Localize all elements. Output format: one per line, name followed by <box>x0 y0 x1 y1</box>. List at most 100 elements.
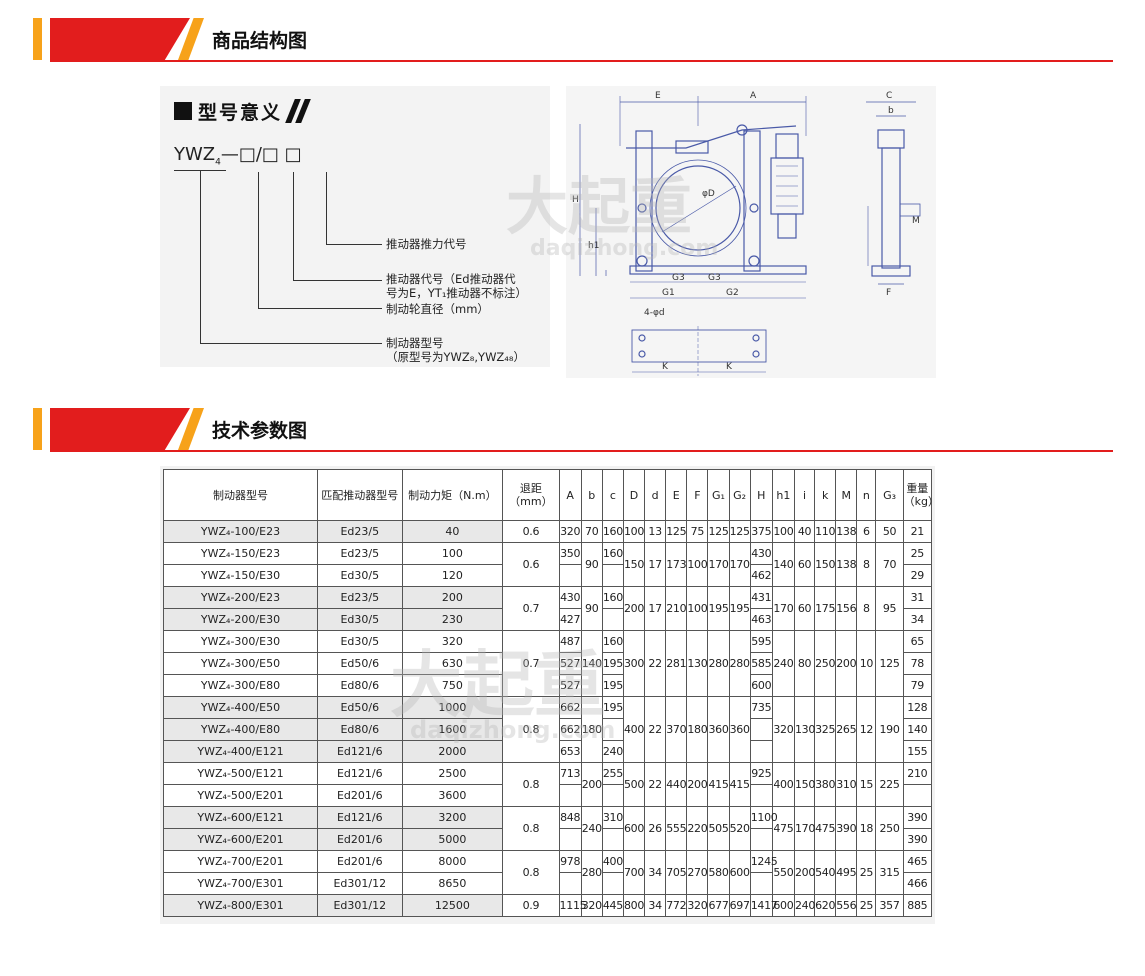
table-cell: YWZ₄-150/E23 <box>163 542 318 565</box>
table-cell: 662 <box>558 718 582 741</box>
table-cell: 310 <box>835 762 858 807</box>
table-cell: 65 <box>902 630 933 653</box>
table-cell: 34 <box>644 894 667 917</box>
table-cell: 100 <box>622 520 646 543</box>
table-cell: 78 <box>902 652 933 675</box>
table-cell: 22 <box>644 762 667 807</box>
column-header: n <box>856 469 877 521</box>
header-red-banner <box>50 408 190 450</box>
legend-brake-model: 制动器型号 <box>386 336 444 350</box>
table-cell: 250 <box>875 806 904 851</box>
table-cell: 250 <box>814 630 837 697</box>
model-code: YWZ4—□/□ □ <box>174 144 302 168</box>
table-cell: 360 <box>728 696 751 763</box>
table-cell: 0.8 <box>502 762 560 807</box>
table-cell: 80 <box>793 630 816 697</box>
model-code-rest: —□/□ □ <box>220 144 302 165</box>
table-cell: YWZ₄-400/E80 <box>163 718 318 741</box>
table-cell: 772 <box>665 894 688 917</box>
table-cell: YWZ₄-600/E121 <box>163 806 318 829</box>
table-cell: 160 <box>601 520 624 543</box>
table-cell: 34 <box>644 850 667 895</box>
table-cell: 677 <box>707 894 730 917</box>
table-cell: 125 <box>707 520 730 543</box>
table-cell: 79 <box>902 674 933 697</box>
table-cell: 150 <box>793 762 815 807</box>
table-cell: 475 <box>814 806 837 851</box>
table-cell: 170 <box>707 542 730 587</box>
table-cell: 128 <box>902 696 933 719</box>
section-header-params: 技术参数图 <box>0 408 1145 458</box>
table-cell: YWZ₄-700/E301 <box>163 872 318 895</box>
table-cell: 463 <box>749 608 773 631</box>
table-cell: 357 <box>875 894 904 917</box>
table-cell: 925 <box>749 762 773 785</box>
table-cell: 527 <box>558 652 582 675</box>
table-cell: 100 <box>401 542 504 565</box>
dim-label-E: E <box>655 91 661 101</box>
table-cell: YWZ₄-600/E201 <box>163 828 318 851</box>
table-cell: 630 <box>401 652 504 675</box>
table-cell: 662 <box>558 696 582 719</box>
table-cell: 220 <box>686 806 709 851</box>
header-rule <box>50 60 1113 62</box>
table-cell: 50 <box>875 520 904 543</box>
table-cell: 1100 <box>749 806 778 829</box>
dim-label-H: H <box>572 195 579 205</box>
table-cell: 653 <box>558 740 582 763</box>
table-cell: 22 <box>644 630 667 697</box>
column-header: F <box>686 469 709 521</box>
column-header: h1 <box>771 469 795 521</box>
table-cell <box>558 872 582 895</box>
table-cell: 110 <box>814 520 837 543</box>
table-cell: 8 <box>856 542 877 587</box>
table-cell: YWZ₄-400/E50 <box>163 696 318 719</box>
table-cell: 200 <box>401 586 504 609</box>
table-cell: 0.7 <box>502 630 560 697</box>
table-cell: 160 <box>601 542 624 565</box>
table-cell: 15 <box>856 762 877 807</box>
table-cell: 17 <box>644 542 667 587</box>
table-cell: YWZ₄-300/E50 <box>163 652 318 675</box>
table-cell: 3200 <box>401 806 504 829</box>
table-cell: 700 <box>622 850 646 895</box>
table-cell <box>601 784 624 807</box>
table-cell <box>749 872 773 895</box>
table-cell: Ed80/6 <box>317 674 403 697</box>
table-cell: Ed80/6 <box>317 718 403 741</box>
model-meaning-panel: 型号意义 YWZ4—□/□ □ 推动器推力代号 推动器代号（Ed推动器代 号为E… <box>160 86 550 367</box>
table-cell: 713 <box>558 762 582 785</box>
table-cell <box>749 740 773 763</box>
legend-wheel-diameter: 制动轮直径（mm） <box>386 302 489 316</box>
table-cell: 325 <box>814 696 837 763</box>
table-cell: 595 <box>749 630 773 653</box>
table-cell: YWZ₄-100/E23 <box>163 520 318 543</box>
table-cell: 495 <box>835 850 858 895</box>
table-cell: 697 <box>728 894 751 917</box>
table-cell: 2000 <box>401 740 504 763</box>
table-cell: 848 <box>558 806 582 829</box>
column-header: 重量（kg） <box>902 469 939 521</box>
square-icon <box>174 102 192 120</box>
leader-line-diameter <box>258 172 259 308</box>
table-cell: 180 <box>580 696 603 763</box>
table-cell: YWZ₄-800/E301 <box>163 894 318 917</box>
table-cell: 885 <box>902 894 933 917</box>
leader-line-diameter-h <box>258 308 382 309</box>
table-cell: 170 <box>793 806 815 851</box>
model-code-prefix: YWZ <box>174 144 216 165</box>
table-cell: 3600 <box>401 784 504 807</box>
stripes-decoration <box>285 99 311 123</box>
table-cell: 550 <box>771 850 795 895</box>
table-cell: 26 <box>644 806 667 851</box>
dim-label-M: M <box>912 216 920 226</box>
table-cell: 375 <box>749 520 773 543</box>
table-cell: 70 <box>580 520 603 543</box>
table-cell: YWZ₄-150/E30 <box>163 564 318 587</box>
table-cell: 90 <box>580 586 603 631</box>
table-cell: 440 <box>665 762 688 807</box>
